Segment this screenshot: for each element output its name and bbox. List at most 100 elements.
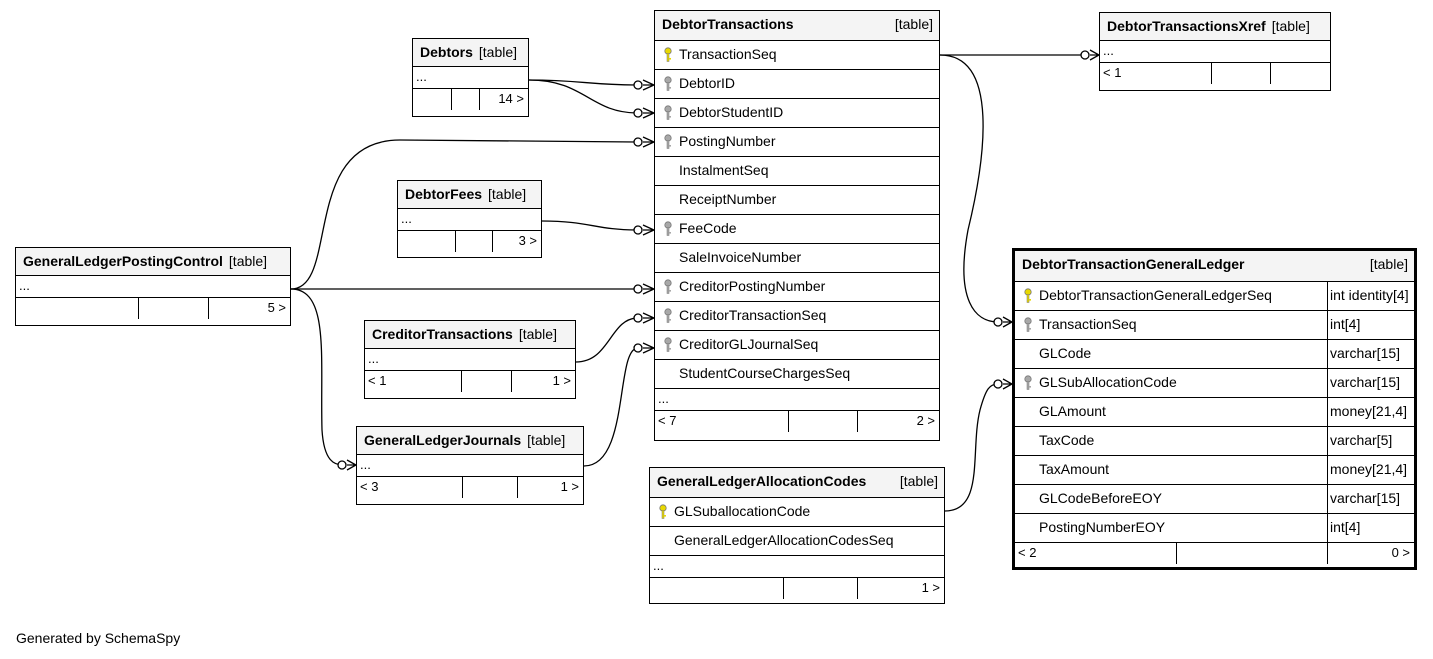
table-name: GeneralLedgerJournals [364,432,522,448]
table-name: DebtorTransactions [662,16,794,32]
table-name: CreditorTransactions [372,326,513,342]
table-type: [table] [1369,256,1408,272]
table-header: GeneralLedgerAllocationCodes [table] [650,468,944,498]
table-footer: 14 > [413,89,528,110]
edge-transactionseq-gl [939,54,999,323]
column-row[interactable]: DebtorID [655,70,939,99]
table-header: GeneralLedgerPostingControl[table] [16,248,290,276]
column-name: GeneralLedgerAllocationCodesSeq [674,532,894,548]
table-gl-allocation-codes[interactable]: GeneralLedgerAllocationCodes [table] GLS… [649,467,945,604]
column-row[interactable]: DebtorStudentID [655,99,939,128]
primary-key-icon [658,504,668,520]
table-debtor-transaction-gl[interactable]: DebtorTransactionGeneralLedger [table] D… [1012,248,1417,570]
table-debtor-transactions[interactable]: DebtorTransactions [table] TransactionSe… [654,10,940,441]
edge-postingcontrol-gljournals [290,288,344,466]
column-row[interactable]: CreditorGLJournalSeq [655,331,939,360]
children-count: 5 > [267,300,286,315]
edge-postingcontrol-postingnumber [290,139,639,290]
table-footer: < 2 0 > [1015,543,1414,564]
column-name: SaleInvoiceNumber [679,249,802,265]
column-name: TransactionSeq [1039,316,1137,332]
table-name: DebtorTransactionsXref [1107,18,1266,34]
column-row[interactable]: InstalmentSeq [655,157,939,186]
ellipsis-row: ... [16,276,290,298]
table-type: [table] [527,432,566,448]
foreign-key-icon [663,337,673,353]
parents-count: < 3 [360,479,379,494]
foreign-key-icon [663,105,673,121]
table-header: CreditorTransactions[table] [365,321,575,349]
table-name: GeneralLedgerAllocationCodes [657,473,867,489]
table-footer: < 1 1 > [365,371,575,392]
column-row[interactable]: GeneralLedgerAllocationCodesSeq [650,527,944,556]
column-row[interactable]: PostingNumber [655,128,939,157]
table-debtor-transactions-xref[interactable]: DebtorTransactionsXref [table] ... < 1 [1099,12,1331,91]
column-name: DebtorTransactionGeneralLedgerSeq [1039,287,1272,303]
generated-by-footer: Generated by SchemaSpy [16,630,181,646]
column-name: GLSubAllocationCode [1039,374,1177,390]
column-row[interactable]: DebtorTransactionGeneralLedgerSeq int ide… [1015,282,1414,311]
column-name: InstalmentSeq [679,162,769,178]
table-gl-journals[interactable]: GeneralLedgerJournals [table] ... < 3 1 > [356,426,584,505]
foreign-key-icon [663,279,673,295]
column-name: TaxCode [1039,432,1095,448]
column-row[interactable]: TransactionSeq [655,41,939,70]
column-row[interactable]: TaxCode varchar[5] [1015,427,1414,456]
table-type: [table] [899,473,938,489]
column-type: varchar[15] [1327,485,1414,513]
table-gl-posting-control[interactable]: GeneralLedgerPostingControl[table] ... 5… [15,247,291,326]
foreign-key-icon [663,134,673,150]
table-footer: < 3 1 > [357,477,583,498]
column-name: ReceiptNumber [679,191,777,207]
column-type: varchar[5] [1327,427,1414,455]
table-type: [table] [1271,18,1310,34]
foreign-key-icon [1023,317,1033,333]
table-footer: 3 > [398,231,541,252]
column-name: DebtorID [679,75,736,91]
parents-count: < 1 [1103,65,1122,80]
children-count: 0 > [1391,545,1410,560]
ellipsis-row: ... [365,349,575,371]
column-type: int identity[4] [1327,282,1414,310]
ellipsis-row: ... [1100,41,1330,63]
column-row[interactable]: ReceiptNumber [655,186,939,215]
children-count: 1 > [560,479,579,494]
table-debtor-fees[interactable]: DebtorFees[table] ... 3 > [397,180,542,258]
table-header: DebtorTransactions [table] [655,11,939,41]
foreign-key-icon [663,76,673,92]
children-count: 2 > [916,413,935,428]
foreign-key-icon [1023,375,1033,391]
parents-count: < 7 [658,413,677,428]
column-row[interactable]: FeeCode [655,215,939,244]
column-name: FeeCode [679,220,737,236]
column-row[interactable]: GLSuballocationCode [650,498,944,527]
column-name: CreditorGLJournalSeq [679,336,819,352]
column-row[interactable]: CreditorTransactionSeq [655,302,939,331]
table-name: DebtorTransactionGeneralLedger [1022,256,1245,272]
column-row[interactable]: StudentCourseChargesSeq [655,360,939,389]
foreign-key-icon [663,221,673,237]
table-debtors[interactable]: Debtors[table] ... 14 > [412,38,529,117]
table-type: [table] [488,186,527,202]
table-type: [table] [894,16,933,32]
edge-debtors-debtorid [528,79,639,86]
edge-debtorfees-feecode [541,220,639,231]
column-type: varchar[15] [1327,340,1414,368]
ellipsis-row: ... [357,455,583,477]
table-name: Debtors [420,44,473,60]
column-row[interactable]: CreditorPostingNumber [655,273,939,302]
table-footer: < 1 [1100,63,1330,84]
children-count: 1 > [921,580,940,595]
children-count: 1 > [552,373,571,388]
column-row[interactable]: SaleInvoiceNumber [655,244,939,273]
table-creditor-transactions[interactable]: CreditorTransactions[table] ... < 1 1 > [364,320,576,399]
foreign-key-icon [663,308,673,324]
